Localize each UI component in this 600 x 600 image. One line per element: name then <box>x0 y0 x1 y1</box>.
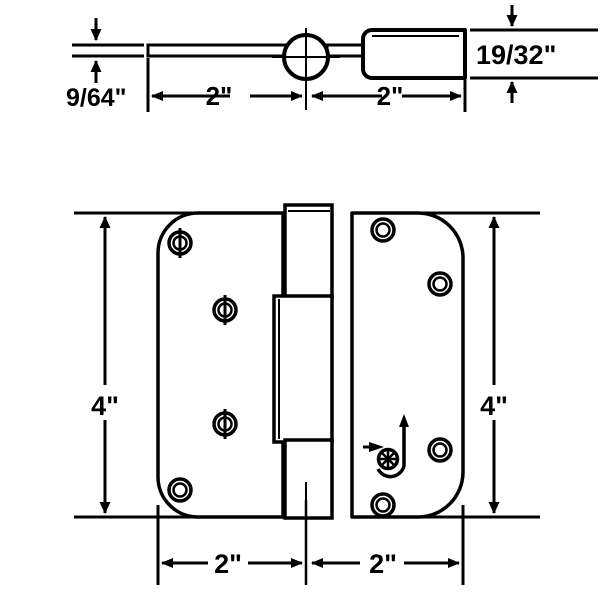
dim-label-thickness: 9/64" <box>66 84 127 112</box>
thick-leaf-block <box>361 28 467 80</box>
dim-label-bottom-right-width: 2" <box>369 549 397 579</box>
adjustment-rotation-arc <box>376 424 406 479</box>
left-leaf <box>156 211 285 519</box>
upper-knuckle <box>283 203 334 300</box>
edge-view-group: 9/64" 19/32" 2" 2" <box>66 5 598 112</box>
dim-label-left-height: 4" <box>91 391 119 421</box>
dim-label-right-height: 4" <box>480 391 508 421</box>
lower-knuckle <box>283 438 334 520</box>
adjustment-rotation-arrowhead-up <box>399 414 409 427</box>
right-leaf-holes-group <box>370 217 453 518</box>
dim-label-top-left-width: 2" <box>206 81 233 111</box>
center-knuckle <box>272 294 334 444</box>
hinge-barrel-knuckle <box>272 203 334 520</box>
right-leaf <box>350 211 465 519</box>
thin-leaf-plate <box>146 43 289 58</box>
left-leaf-holes-group <box>167 228 238 503</box>
tension-adjustment-screw <box>363 414 409 479</box>
dim-label-top-right-width: 2" <box>377 81 404 111</box>
screw-hole-left-3 <box>212 409 238 439</box>
dim-label-barrel-height: 19/32" <box>476 40 556 70</box>
screw-hole-right-3 <box>427 437 453 463</box>
screw-hole-left-1 <box>167 228 193 258</box>
screw-hole-right-1 <box>370 217 396 243</box>
face-view-group: 4" 4" 2" 2" <box>74 203 540 585</box>
screw-hole-left-2 <box>212 295 238 325</box>
dim-label-bottom-left-width: 2" <box>214 549 242 579</box>
screw-hole-right-2 <box>427 271 453 297</box>
screw-hole-right-4 <box>370 492 396 518</box>
screw-hole-left-4 <box>167 477 193 503</box>
adjustment-direction-arrow <box>369 442 384 452</box>
